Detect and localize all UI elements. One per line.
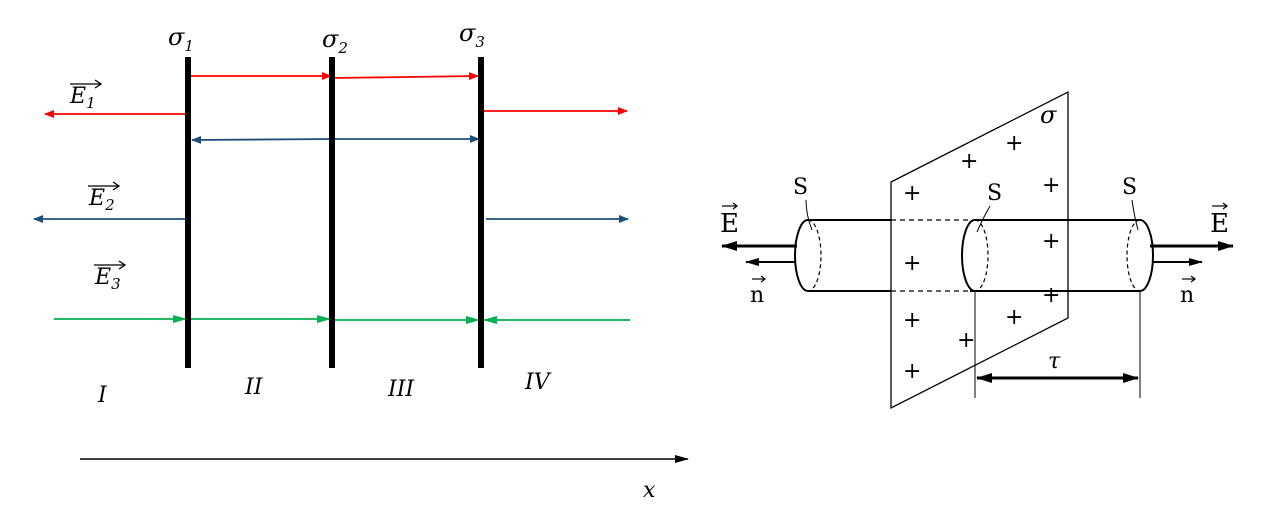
svg-text:+: +: [1042, 283, 1060, 308]
svg-text:E1: E1: [69, 84, 96, 112]
left-cap-back: [807, 219, 822, 292]
field-label-1: E1: [69, 79, 103, 112]
normal-label-right: n: [1180, 275, 1196, 308]
svg-text:+: +: [960, 149, 978, 174]
normal-label-left: n: [750, 275, 766, 308]
e2-arrow-region-2-left: [191, 135, 336, 144]
svg-text:+: +: [1042, 173, 1060, 198]
tau-label: τ: [1048, 349, 1061, 374]
surface-leader-middle: [976, 205, 991, 233]
surface-label-middle: S: [987, 181, 1002, 206]
plane-3: [478, 57, 484, 368]
svg-text:E: E: [720, 209, 739, 239]
svg-text:+: +: [1042, 229, 1060, 254]
plane-label-3: σ3: [459, 19, 485, 51]
left-cap-front: [794, 219, 809, 292]
right-cap-front: [1139, 219, 1154, 292]
svg-text:+: +: [903, 251, 921, 276]
region-label-1: I: [97, 383, 108, 408]
middle-cap-front: [961, 219, 976, 292]
field-label-left: E: [720, 202, 739, 239]
plane-label-1: σ1: [168, 23, 194, 55]
svg-text:E3: E3: [94, 265, 121, 293]
x-axis-label: x: [643, 478, 656, 503]
region-label-3: III: [387, 377, 415, 402]
svg-text:E: E: [1210, 209, 1229, 239]
svg-text:+: +: [1005, 305, 1023, 330]
svg-text:+: +: [903, 308, 921, 333]
svg-text:+: +: [1005, 131, 1023, 156]
region-label-2: II: [244, 375, 264, 400]
field-label-right: E: [1210, 202, 1229, 239]
svg-text:n: n: [1180, 283, 1194, 308]
surface-leader-right: [1131, 199, 1139, 231]
svg-text:+: +: [957, 328, 975, 353]
svg-text:E2: E2: [88, 186, 115, 214]
plane-label-2: σ2: [322, 25, 348, 57]
surface-label-left: S: [793, 175, 808, 200]
e1-arrow-region-3: [332, 72, 479, 81]
field-label-3: E3: [94, 260, 127, 293]
gauss-cylinder-diagram: σ + + + + + + + + + + + S: [720, 90, 1234, 410]
plane-1: [185, 57, 191, 368]
surface-label-right: S: [1122, 175, 1137, 200]
plane-2: [329, 57, 335, 368]
charged-sheet: [890, 90, 1069, 410]
surface-leader-left: [805, 199, 813, 231]
plus-charges: + + + + + + + + + + +: [903, 131, 1060, 384]
svg-text:n: n: [750, 283, 764, 308]
charged-planes-diagram: σ1 σ2 σ3 E1 E2 E3: [33, 19, 689, 503]
middle-cap-back: [974, 219, 989, 292]
field-label-2: E2: [88, 181, 121, 214]
right-cap-back: [1126, 219, 1141, 292]
svg-text:+: +: [903, 359, 921, 384]
sigma-label: σ: [1040, 101, 1057, 129]
region-label-4: IV: [524, 370, 552, 395]
svg-text:+: +: [903, 181, 921, 206]
